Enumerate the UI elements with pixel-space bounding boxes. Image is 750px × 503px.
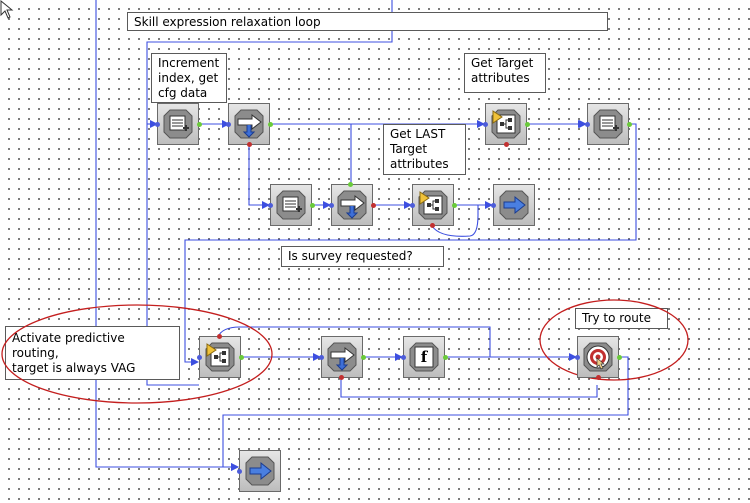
port-in (329, 203, 334, 208)
target-route-icon (583, 342, 613, 372)
increment-block-3[interactable] (270, 184, 312, 226)
right-arrow-icon (499, 190, 529, 220)
port-error (430, 223, 435, 228)
predictive-routing-block[interactable] (199, 336, 241, 378)
port-out (239, 355, 244, 360)
mouse-cursor-icon (0, 0, 14, 19)
wire-decision-down (248, 145, 270, 209)
note-get-target-attributes[interactable]: Get Target attributes (464, 53, 546, 93)
port-in (237, 469, 242, 474)
branch-arrow-icon (234, 109, 264, 139)
note-try-to-route[interactable]: Try to route (575, 308, 668, 329)
get-target-block[interactable] (485, 103, 527, 145)
note-is-survey-requested[interactable]: Is survey requested? (281, 246, 444, 267)
note-get-last-target-attributes[interactable]: Get LAST Target attributes (383, 124, 466, 175)
branch-arrow-icon (327, 342, 357, 372)
route-block[interactable] (577, 336, 619, 378)
branch-arrow-icon (337, 190, 367, 220)
form-add-icon (276, 190, 306, 220)
right-arrow-icon (245, 456, 275, 486)
function-block[interactable]: f (403, 336, 445, 378)
decision-block-2[interactable] (331, 184, 373, 226)
port-in (401, 355, 406, 360)
target-tree-icon (418, 190, 448, 220)
port-in (575, 355, 580, 360)
form-add-icon (163, 109, 193, 139)
wire-decision-loop-bottom (340, 378, 598, 398)
port-in (491, 203, 496, 208)
port-out (617, 355, 622, 360)
port-out (443, 355, 448, 360)
port-in (319, 355, 324, 360)
port-out (197, 122, 202, 127)
port-out (361, 355, 366, 360)
function-icon: f (409, 342, 439, 372)
port-in (483, 122, 488, 127)
target-tree-icon (491, 109, 521, 139)
port-out (452, 203, 457, 208)
port-error (596, 375, 601, 380)
port-error (247, 142, 252, 147)
target-tree-icon (205, 342, 235, 372)
decision-block-1[interactable] (228, 103, 270, 145)
exit-block-1[interactable] (493, 184, 535, 226)
port-out (348, 182, 353, 187)
port-in (410, 203, 415, 208)
port-error (504, 142, 509, 147)
get-last-target-block[interactable] (412, 184, 454, 226)
note-skill-expression-loop[interactable]: Skill expression relaxation loop (127, 12, 608, 31)
port-in (268, 203, 273, 208)
note-increment-index[interactable]: Increment index, get cfg data (151, 53, 227, 103)
wire-row2-loop (431, 205, 479, 237)
exit-block-2[interactable] (239, 450, 281, 492)
note-activate-predictive-routing[interactable]: Activate predictive routing, target is a… (5, 326, 180, 380)
form-add-icon (593, 109, 623, 139)
port-out (310, 203, 315, 208)
port-out (525, 122, 530, 127)
increment-block-2[interactable] (587, 103, 629, 145)
port-in (585, 122, 590, 127)
port-in (197, 355, 202, 360)
port-out (268, 122, 273, 127)
wire-left-loop (95, 0, 239, 471)
port-error (217, 334, 222, 339)
function-label: f (421, 348, 429, 366)
port-out (627, 122, 632, 127)
port-in (226, 122, 231, 127)
increment-block-1[interactable] (157, 103, 199, 145)
decision-block-3[interactable] (321, 336, 363, 378)
port-error (339, 375, 344, 380)
port-in (155, 122, 160, 127)
port-error (371, 203, 376, 208)
